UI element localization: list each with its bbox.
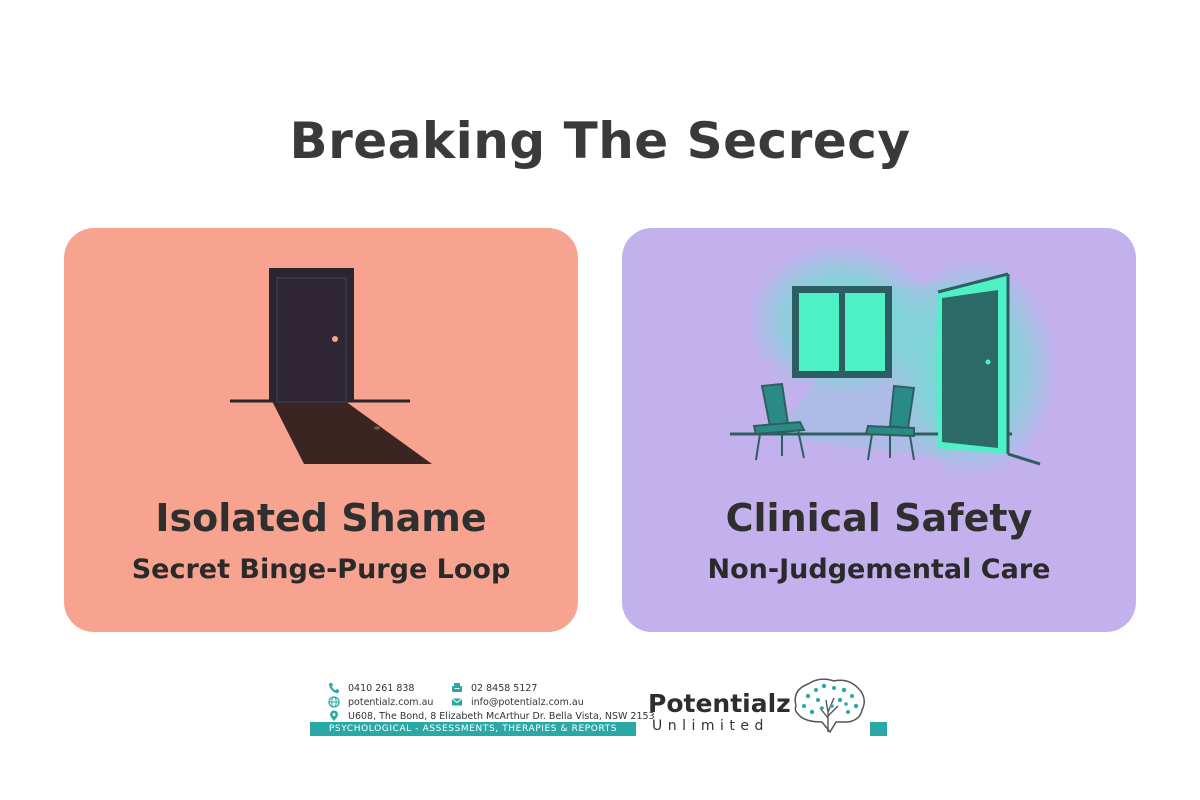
open-room-icon [730, 245, 1057, 478]
brand-subtitle: Unlimited [652, 718, 769, 734]
card-isolated-shame: Isolated Shame Secret Binge-Purge Loop [64, 228, 578, 632]
fax-icon [452, 683, 462, 692]
page-title: Breaking The Secrecy [289, 112, 911, 170]
tagline-bar: PSYCHOLOGICAL - ASSESSMENTS, THERAPIES &… [310, 722, 636, 736]
phone-icon [329, 683, 339, 694]
location-pin-icon [330, 710, 338, 721]
globe-icon [328, 696, 340, 708]
closed-door-icon [230, 268, 432, 464]
card-subheading: Secret Binge-Purge Loop [131, 554, 511, 585]
email-text[interactable]: info@potentialz.com.au [471, 696, 584, 708]
brain-tree-icon [794, 678, 865, 734]
email-icon [451, 698, 463, 706]
footer-branding: 0410 261 838 02 8458 5127 potentialz.com… [310, 676, 890, 740]
phone-text: 0410 261 838 [348, 682, 415, 694]
fax-text: 02 8458 5127 [471, 682, 538, 694]
card-heading: Isolated Shame [155, 496, 487, 540]
brand-logo: Potentialz Unlimited [648, 689, 791, 735]
accent-square [870, 722, 887, 736]
address-text: U608, The Bond, 8 Elizabeth McArthur Dr.… [348, 710, 655, 722]
website-text[interactable]: potentialz.com.au [348, 696, 434, 708]
card-clinical-safety: Clinical Safety Non-Judgemental Care [622, 228, 1136, 632]
brand-name: Potentialz [648, 689, 791, 718]
card-subheading: Non-Judgemental Care [707, 554, 1051, 585]
card-heading: Clinical Safety [725, 496, 1033, 540]
